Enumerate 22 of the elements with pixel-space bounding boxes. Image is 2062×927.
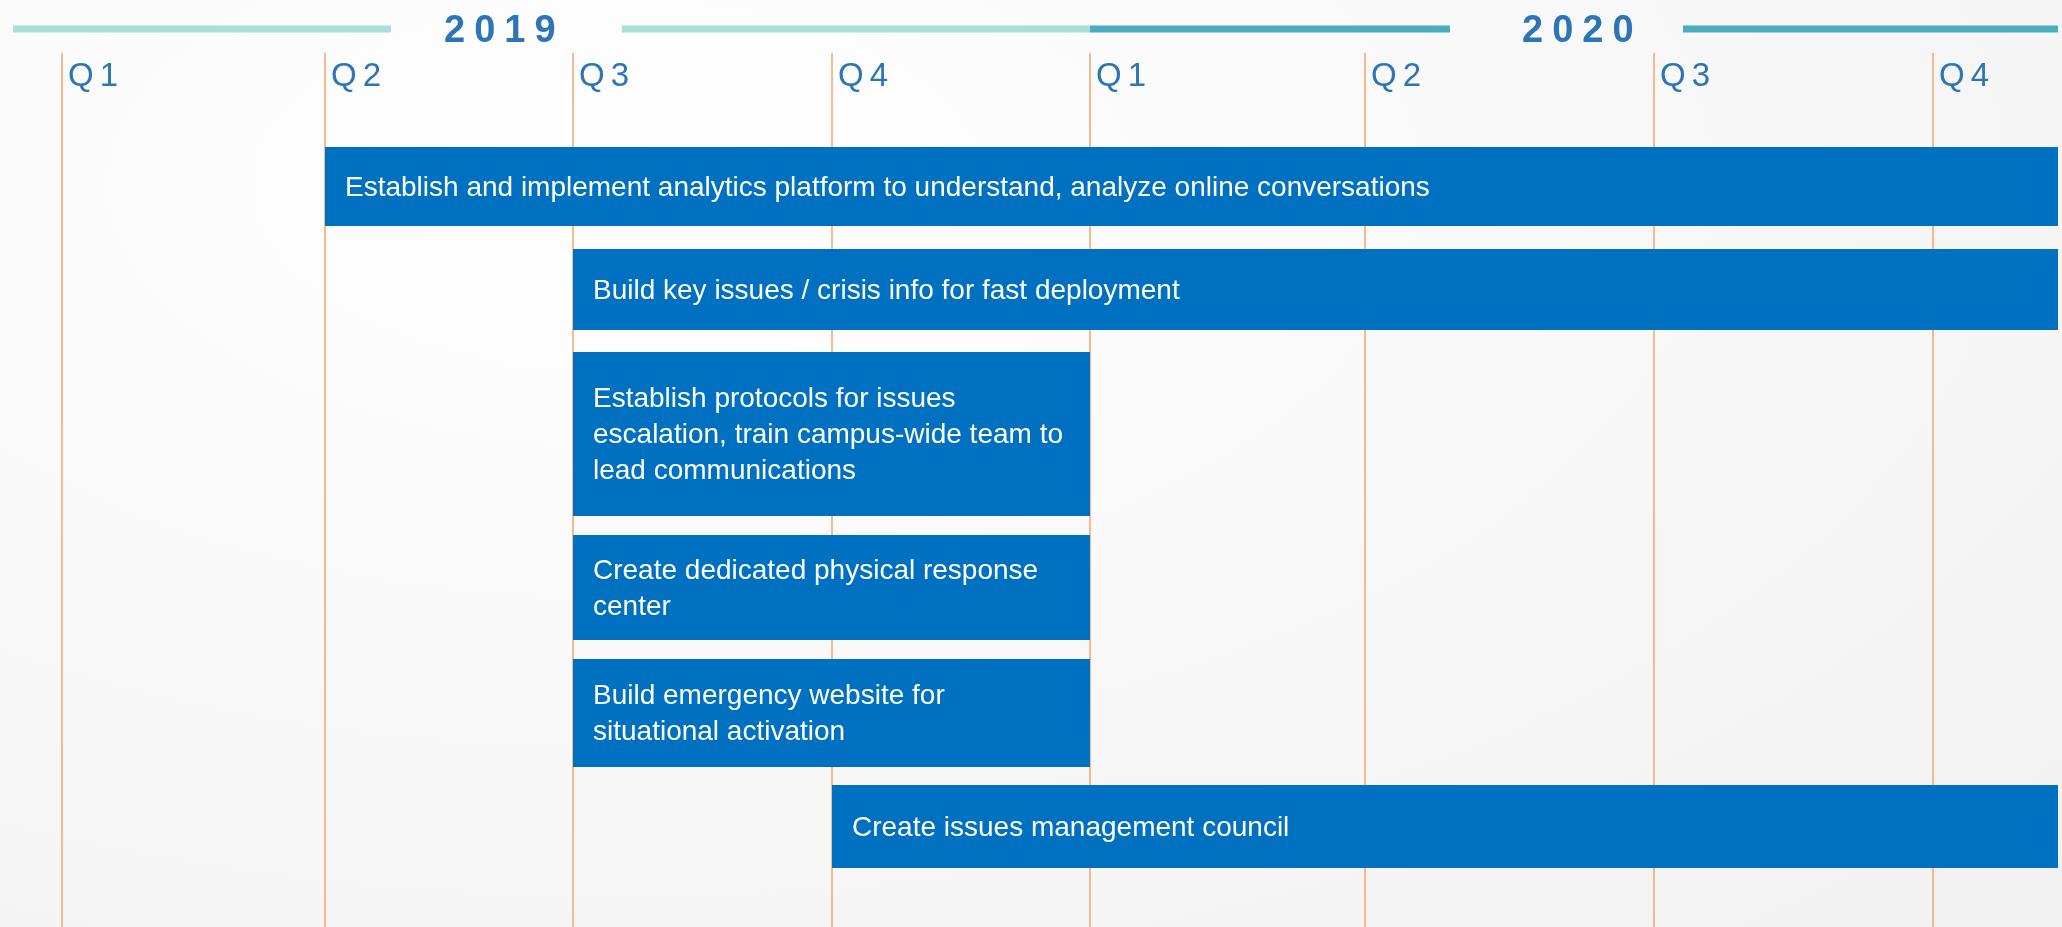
task-text: Build key issues / crisis info for fast deployment <box>593 272 1180 307</box>
quarter-label: Q1 <box>68 56 125 94</box>
task-bar <box>573 352 1090 516</box>
task-bar <box>573 535 1090 640</box>
quarter-label: Q2 <box>1371 56 1428 94</box>
task-text: Create issues management council <box>852 809 1290 844</box>
quarter-label: Q4 <box>838 56 895 94</box>
task-bar <box>573 659 1090 767</box>
task-bar <box>325 147 2058 226</box>
task-bar <box>573 249 2058 330</box>
quarter-label: Q1 <box>1096 56 1153 94</box>
task-text: Establish protocols for issues escalation, train campus-wide team to lead communications <box>593 381 1064 487</box>
quarter-label: Q2 <box>331 56 388 94</box>
task-text: Establish and implement analytics platform to understand, analyze online conversations <box>345 169 1430 204</box>
task-text: Create dedicated physical response center <box>593 552 1040 623</box>
year-label: 2019 <box>444 8 565 51</box>
quarter-label: Q4 <box>1939 56 1996 94</box>
quarter-label: Q3 <box>579 56 636 94</box>
task-text: Build emergency website for situational activation <box>593 678 946 748</box>
task-bar <box>832 785 2058 868</box>
quarter-label: Q3 <box>1660 56 1717 94</box>
year-label: 2020 <box>1522 8 1643 51</box>
